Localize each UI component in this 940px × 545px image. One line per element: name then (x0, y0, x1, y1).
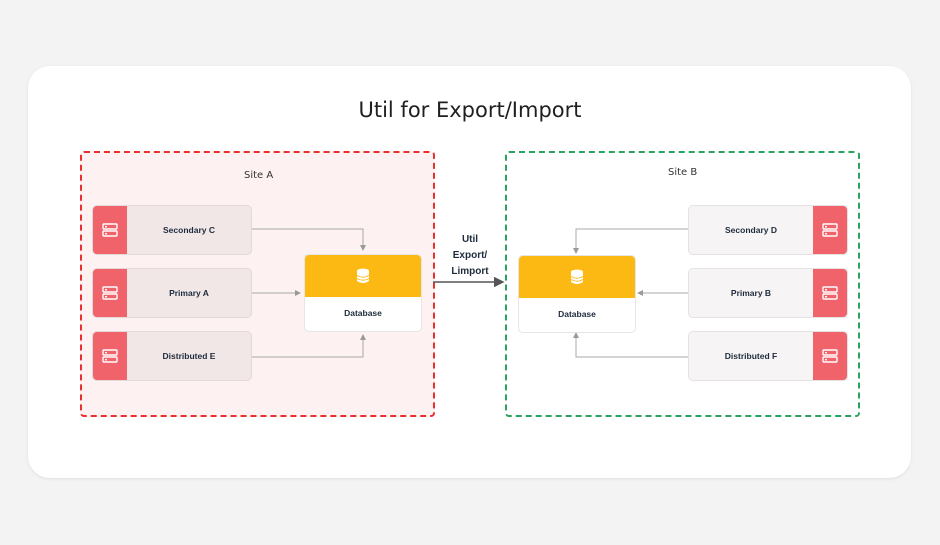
server-icon (93, 332, 127, 380)
node-label: Primary B (730, 288, 772, 298)
database-site-a: Database (304, 254, 422, 332)
server-icon (813, 332, 847, 380)
site-a-label: Site A (244, 170, 274, 181)
node-secondary-c: Secondary C (92, 205, 252, 255)
connector-secondary-c (252, 228, 366, 251)
database-label: Database (344, 308, 382, 318)
transfer-label: Util Export/ Limport (440, 232, 500, 280)
node-distributed-e: Distributed E (92, 331, 252, 381)
server-icon (93, 269, 127, 317)
database-site-b: Database (518, 255, 636, 333)
node-label: Secondary C (163, 225, 215, 235)
node-label: Distributed F (724, 351, 778, 361)
connector-secondary-d (573, 228, 688, 254)
site-b-label: Site B (668, 167, 698, 178)
connector-distributed-e (252, 334, 366, 358)
transfer-label-line: Export/ (452, 250, 488, 261)
node-primary-a: Primary A (92, 268, 252, 318)
node-distributed-f: Distributed F (688, 331, 848, 381)
node-label: Distributed E (162, 351, 216, 361)
node-primary-b: Primary B (688, 268, 848, 318)
database-icon (519, 256, 635, 298)
server-icon (813, 269, 847, 317)
server-icon (93, 206, 127, 254)
connector-distributed-f (573, 332, 688, 358)
transfer-label-line: Limport (451, 266, 489, 277)
node-label: Secondary D (725, 225, 777, 235)
database-label: Database (558, 309, 596, 319)
server-icon (813, 206, 847, 254)
diagram-title: Util for Export/Import (358, 98, 582, 122)
transfer-label-line: Util (461, 234, 479, 245)
database-icon (305, 255, 421, 297)
node-label: Primary A (169, 288, 209, 298)
node-secondary-d: Secondary D (688, 205, 848, 255)
